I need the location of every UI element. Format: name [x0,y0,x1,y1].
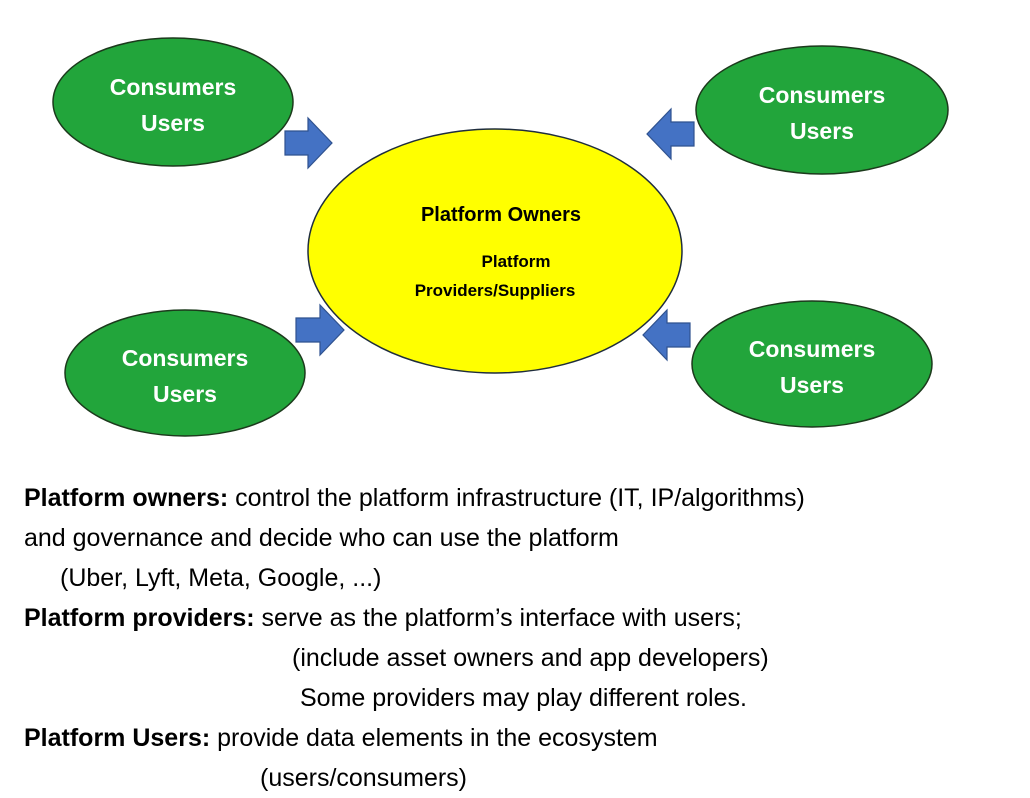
definitions-text: Platform owners: control the platform in… [24,478,1024,798]
consumer-ellipse-bottom-right [691,300,933,428]
consumer-top-right-line2: Users [790,118,854,144]
arrow-bottom-left-icon [295,303,345,357]
consumer-bottom-right-line2: Users [780,372,844,398]
arrow-top-right-icon [646,107,695,161]
center-line3: Providers/Suppliers [415,281,576,300]
providers-text: serve as the platform’s interface with u… [254,604,742,632]
consumer-bottom-left-line1: Consumers [122,345,249,371]
platform-owners-ellipse [307,128,683,374]
users-text: provide data elements in the ecosystem [210,724,658,752]
owners-definition: Platform owners: control the platform in… [24,478,1024,518]
consumer-ellipse-top-left [52,37,294,167]
users-term: Platform Users: [24,724,211,752]
arrow-bottom-right-icon [642,308,691,362]
users-line2: (users/consumers) [260,764,467,792]
consumer-bottom-left-line2: Users [153,381,217,407]
owners-examples: (Uber, Lyft, Meta, Google, ...) [60,564,382,592]
users-definition: Platform Users: provide data elements in… [24,718,1024,758]
providers-term: Platform providers: [24,604,255,632]
providers-line2: (include asset owners and app developers… [292,644,769,672]
center-title: Platform Owners [421,204,581,226]
arrow-top-left-icon [284,116,333,170]
providers-line3: Some providers may play different roles. [300,684,747,712]
consumer-ellipse-bottom-left [64,309,306,437]
consumer-bottom-right-line1: Consumers [749,336,876,362]
consumer-top-right-line1: Consumers [759,82,886,108]
consumer-ellipse-top-right [695,45,949,175]
platform-ecosystem-diagram: Platform Owners Platform Providers/Suppl… [52,37,949,437]
consumer-top-left-line2: Users [141,110,205,136]
owners-term: Platform owners: [24,484,229,512]
owners-line2: and governance and decide who can use th… [24,524,619,552]
center-line2: Platform [482,252,551,271]
providers-definition: Platform providers: serve as the platfor… [24,598,1024,638]
consumer-top-left-line1: Consumers [110,74,237,100]
owners-text: control the platform infrastructure (IT,… [228,484,805,512]
